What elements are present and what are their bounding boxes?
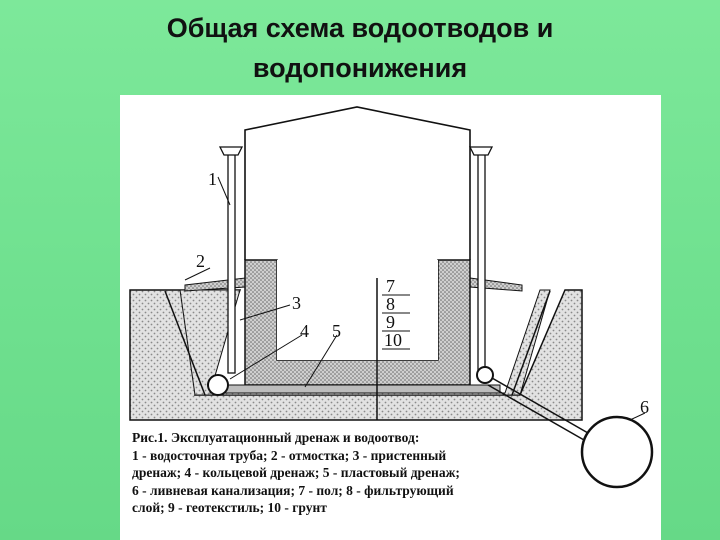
- slide-title: Общая схема водоотводов и водопонижения: [0, 8, 720, 88]
- label-3: 3: [292, 293, 301, 313]
- downpipe-right: [477, 152, 486, 374]
- caption-line: Рис.1. Эксплуатационный дренаж и водоотв…: [132, 430, 420, 445]
- blind-area-left: [184, 277, 246, 292]
- label-1: 1: [208, 169, 217, 189]
- downpipe-left: [227, 152, 236, 374]
- plast-drainage: [219, 384, 501, 394]
- label-9: 9: [386, 312, 395, 332]
- label-5: 5: [332, 321, 341, 341]
- label-6: 6: [640, 397, 649, 417]
- storm-sewer: [580, 415, 654, 489]
- ring-drain-right: [476, 366, 494, 384]
- building-walls: [244, 106, 471, 260]
- drainage-diagram: 1 2 3 4 5 6 7 8 9 10: [129, 106, 654, 489]
- label-8: 8: [386, 294, 395, 314]
- caption-line: слой; 9 - геотекстиль; 10 - грунт: [132, 500, 327, 515]
- caption-line: дренаж; 4 - кольцевой дренаж; 5 - пласто…: [132, 465, 460, 480]
- slide-title-line-2: водопонижения: [252, 53, 468, 83]
- slide-title-line-1: Общая схема водоотводов и: [166, 13, 554, 43]
- label-4: 4: [300, 321, 309, 341]
- caption-line: 6 - ливневая канализация; 7 - пол; 8 - ф…: [132, 482, 454, 498]
- ring-drain-left: [207, 374, 229, 396]
- caption-line: 1 - водосточная труба; 2 - отмостка; 3 -…: [132, 447, 447, 463]
- drainage-diagram-figure: 1 2 3 4 5 6 7 8 9 10 Рис.1. Эксплуатацио…: [120, 95, 661, 540]
- label-7: 7: [386, 276, 395, 296]
- label-2: 2: [196, 251, 205, 271]
- figure-caption: Рис.1. Эксплуатационный дренаж и водоотв…: [132, 429, 592, 517]
- label-10: 10: [384, 330, 402, 350]
